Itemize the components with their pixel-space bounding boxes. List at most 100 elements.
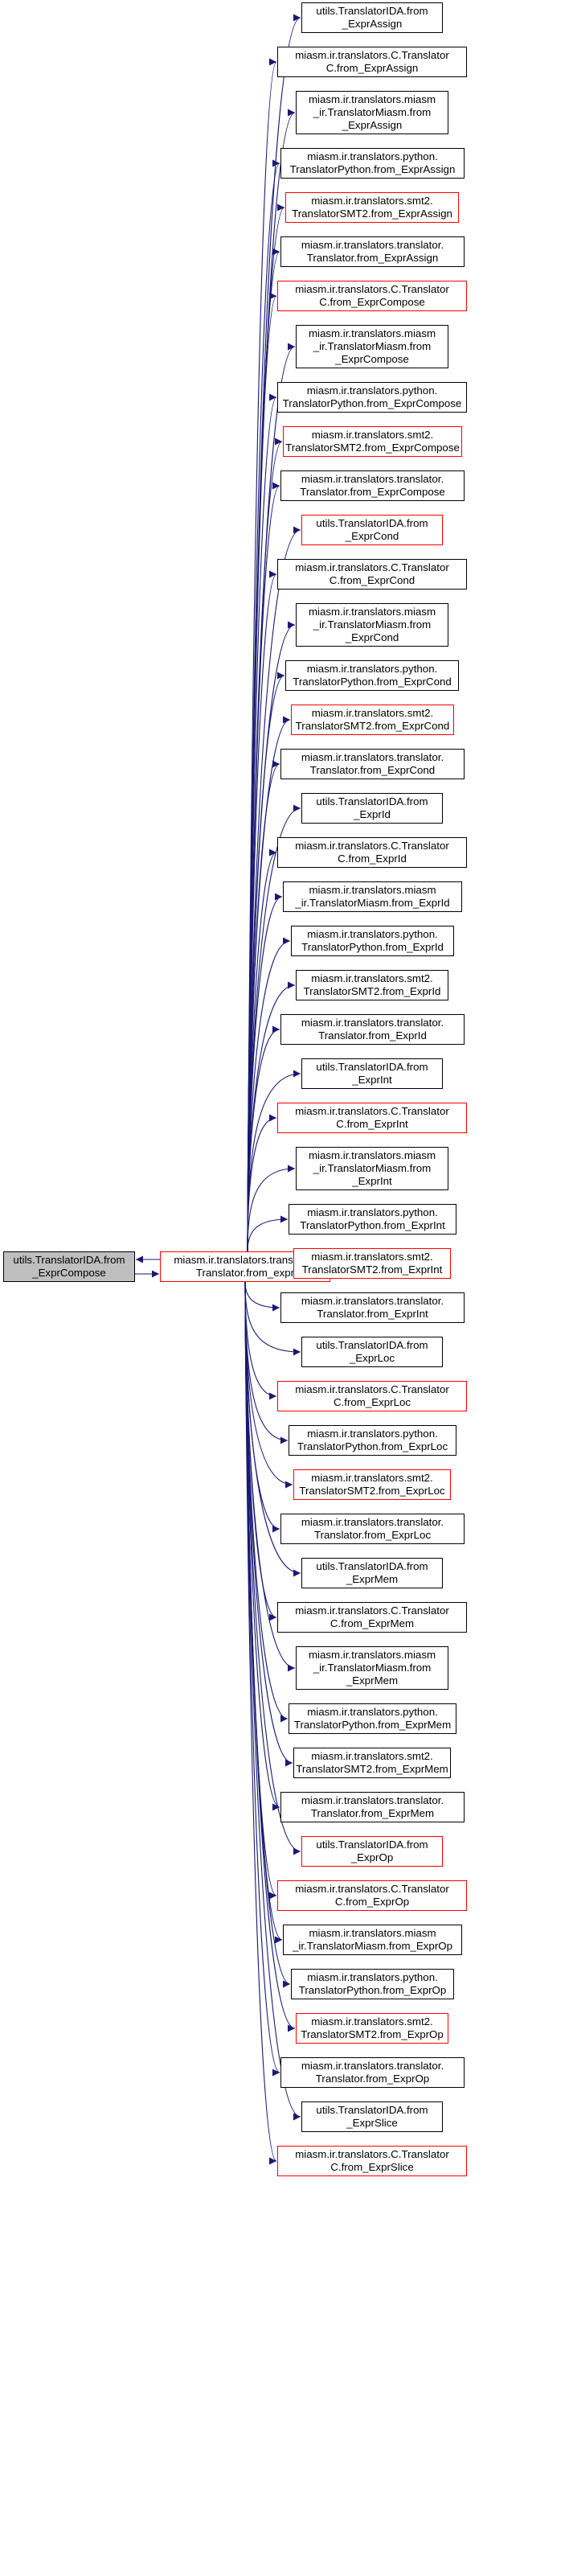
callee-node[interactable]: miasm.ir.translators.smt2.TranslatorSMT2… bbox=[285, 192, 459, 223]
callee-node-label: _ExprMem bbox=[346, 1674, 399, 1687]
callee-node-label: _ir.TranslatorMiasm.from bbox=[313, 618, 432, 631]
callee-node-label: C.from_ExprAssign bbox=[325, 62, 419, 74]
callee-node-label: miasm.ir.translators.C.Translator bbox=[295, 2148, 449, 2160]
callee-node[interactable]: miasm.ir.translators.python.TranslatorPy… bbox=[280, 148, 465, 179]
callee-node[interactable]: miasm.ir.translators.translator.Translat… bbox=[280, 1792, 465, 1822]
callee-node-label: TranslatorPython.from_ExprInt bbox=[300, 1219, 445, 1231]
focus-node-line-2: _ExprCompose bbox=[32, 1267, 106, 1279]
callee-node[interactable]: miasm.ir.translators.python.TranslatorPy… bbox=[291, 926, 454, 956]
callee-node[interactable]: miasm.ir.translators.smt2.TranslatorSMT2… bbox=[283, 426, 462, 457]
callee-node[interactable]: miasm.ir.translators.python.TranslatorPy… bbox=[291, 1969, 454, 1999]
callee-node[interactable]: miasm.ir.translators.smt2.TranslatorSMT2… bbox=[296, 970, 448, 1000]
callee-node-label: miasm.ir.translators.smt2. bbox=[311, 2015, 433, 2028]
callee-node-label: _ExprId bbox=[354, 808, 391, 820]
callee-node-label: miasm.ir.translators.C.Translator bbox=[295, 283, 449, 295]
callee-node[interactable]: miasm.ir.translators.python.TranslatorPy… bbox=[277, 382, 467, 413]
callee-node-label: _ir.TranslatorMiasm.from_ExprOp bbox=[292, 1940, 452, 1952]
callee-node-label: utils.TranslatorIDA.from bbox=[316, 1339, 428, 1351]
callee-node[interactable]: miasm.ir.translators.translator.Translat… bbox=[280, 470, 465, 501]
callee-node[interactable]: miasm.ir.translators.translator.Translat… bbox=[280, 2057, 465, 2088]
callee-node-label: Translator.from_ExprId bbox=[318, 1029, 427, 1041]
callee-node[interactable]: miasm.ir.translators.translator.Translat… bbox=[280, 1014, 465, 1045]
callee-node-label: C.from_ExprCompose bbox=[319, 296, 425, 308]
callee-node-label: Translator.from_ExprOp bbox=[315, 2073, 430, 2085]
callee-node-label: miasm.ir.translators.C.Translator bbox=[295, 840, 449, 852]
callee-node-label: miasm.ir.translators.translator. bbox=[301, 1017, 444, 1029]
callee-node[interactable]: utils.TranslatorIDA.from_ExprInt bbox=[301, 1058, 443, 1089]
callee-node[interactable]: miasm.ir.translators.miasm_ir.Translator… bbox=[296, 603, 448, 647]
callee-node-label: TranslatorSMT2.from_ExprAssign bbox=[292, 207, 452, 220]
callee-node-label: miasm.ir.translators.translator. bbox=[301, 751, 444, 763]
callee-node[interactable]: miasm.ir.translators.smt2.TranslatorSMT2… bbox=[293, 1748, 451, 1778]
edge-to-callee bbox=[247, 1114, 277, 1252]
callee-node[interactable]: miasm.ir.translators.smt2.TranslatorSMT2… bbox=[293, 1248, 451, 1279]
callee-node-label: utils.TranslatorIDA.from bbox=[316, 1560, 428, 1572]
callee-node-label: TranslatorPython.from_ExprCond bbox=[293, 676, 452, 688]
callee-node-label: miasm.ir.translators.C.Translator bbox=[295, 1105, 449, 1117]
callee-node[interactable]: miasm.ir.translators.miasm_ir.Translator… bbox=[296, 1646, 448, 1690]
callee-node[interactable]: utils.TranslatorIDA.from_ExprSlice bbox=[301, 2101, 443, 2132]
callee-node[interactable]: utils.TranslatorIDA.from_ExprId bbox=[301, 793, 443, 824]
callee-node[interactable]: miasm.ir.translators.smt2.TranslatorSMT2… bbox=[293, 1469, 451, 1500]
callee-node-label: _ir.TranslatorMiasm.from bbox=[313, 106, 432, 118]
edge-to-callee bbox=[244, 1281, 289, 1723]
callee-node-label: miasm.ir.translators.smt2. bbox=[311, 1251, 433, 1263]
callee-node[interactable]: utils.TranslatorIDA.from_ExprAssign bbox=[301, 2, 443, 33]
callee-node-label: TranslatorPython.from_ExprMem bbox=[293, 1719, 452, 1731]
callee-node-label: _ExprMem bbox=[346, 1573, 399, 1585]
callee-node-label: _ExprAssign bbox=[342, 18, 403, 30]
edge-to-callee bbox=[244, 1281, 301, 1855]
callee-node[interactable]: utils.TranslatorIDA.from_ExprLoc bbox=[301, 1337, 443, 1367]
callee-node-label: _ir.TranslatorMiasm.from_ExprId bbox=[295, 897, 450, 909]
callee-node[interactable]: miasm.ir.translators.miasm_ir.Translator… bbox=[283, 881, 462, 912]
callee-node[interactable]: miasm.ir.translators.miasm_ir.Translator… bbox=[296, 325, 448, 368]
callee-node-label: _ExprAssign bbox=[342, 119, 403, 131]
edge-to-callee bbox=[247, 1215, 289, 1252]
callee-node[interactable]: miasm.ir.translators.translator.Translat… bbox=[280, 749, 465, 779]
callee-node[interactable]: miasm.ir.translators.python.TranslatorPy… bbox=[289, 1425, 456, 1456]
callee-node[interactable]: miasm.ir.translators.smt2.TranslatorSMT2… bbox=[296, 2013, 448, 2044]
callee-node[interactable]: miasm.ir.translators.translator.Translat… bbox=[280, 1514, 465, 1544]
callee-node[interactable]: miasm.ir.translators.translator.Translat… bbox=[280, 236, 465, 267]
callee-node-label: utils.TranslatorIDA.from bbox=[316, 795, 428, 807]
callee-node-label: _ir.TranslatorMiasm.from bbox=[313, 1662, 432, 1674]
callee-node-label: miasm.ir.translators.C.Translator bbox=[295, 49, 449, 61]
callee-node-label: miasm.ir.translators.smt2. bbox=[311, 707, 434, 719]
callee-node-label: miasm.ir.translators.C.Translator bbox=[295, 1883, 449, 1895]
callee-node[interactable]: miasm.ir.translators.miasm_ir.Translator… bbox=[283, 1925, 462, 1955]
callee-node-label: miasm.ir.translators.python. bbox=[307, 1206, 438, 1218]
callee-node[interactable]: miasm.ir.translators.miasm_ir.Translator… bbox=[296, 1147, 448, 1190]
callee-node-label: miasm.ir.translators.python. bbox=[307, 1971, 438, 1983]
callee-node-label: TranslatorSMT2.from_ExprId bbox=[303, 985, 441, 997]
callee-node-label: C.from_ExprMem bbox=[330, 1617, 415, 1629]
callee-node-label: miasm.ir.translators.miasm bbox=[309, 1927, 436, 1939]
callee-node[interactable]: miasm.ir.translators.python.TranslatorPy… bbox=[289, 1204, 456, 1235]
callee-node[interactable]: miasm.ir.translators.python.TranslatorPy… bbox=[285, 660, 459, 691]
callee-node-label: miasm.ir.translators.smt2. bbox=[311, 195, 433, 207]
callee-node-label: TranslatorPython.from_ExprCompose bbox=[282, 397, 462, 409]
callee-node[interactable]: miasm.ir.translators.smt2.TranslatorSMT2… bbox=[291, 705, 454, 735]
focus-node[interactable]: utils.TranslatorIDA.from _ExprCompose bbox=[3, 1251, 135, 1282]
callee-node[interactable]: miasm.ir.translators.miasm_ir.Translator… bbox=[296, 91, 448, 134]
callee-node-label: utils.TranslatorIDA.from bbox=[316, 2104, 428, 2116]
callee-node[interactable]: utils.TranslatorIDA.from_ExprOp bbox=[301, 1836, 443, 1867]
center-node-line-1: miasm.ir.translators.translator. bbox=[174, 1254, 317, 1266]
callee-node-label: Translator.from_ExprLoc bbox=[313, 1529, 432, 1541]
callee-node-label: TranslatorSMT2.from_ExprCompose bbox=[285, 442, 460, 454]
callee-node[interactable]: utils.TranslatorIDA.from_ExprMem bbox=[301, 1558, 443, 1588]
callee-node[interactable]: miasm.ir.translators.translator.Translat… bbox=[280, 1292, 465, 1323]
callee-node-label: TranslatorSMT2.from_ExprCond bbox=[295, 720, 450, 732]
callee-node[interactable]: miasm.ir.translators.python.TranslatorPy… bbox=[289, 1703, 456, 1734]
callee-node-label: miasm.ir.translators.translator. bbox=[301, 1516, 444, 1528]
callee-node[interactable]: utils.TranslatorIDA.from_ExprCond bbox=[301, 515, 443, 545]
